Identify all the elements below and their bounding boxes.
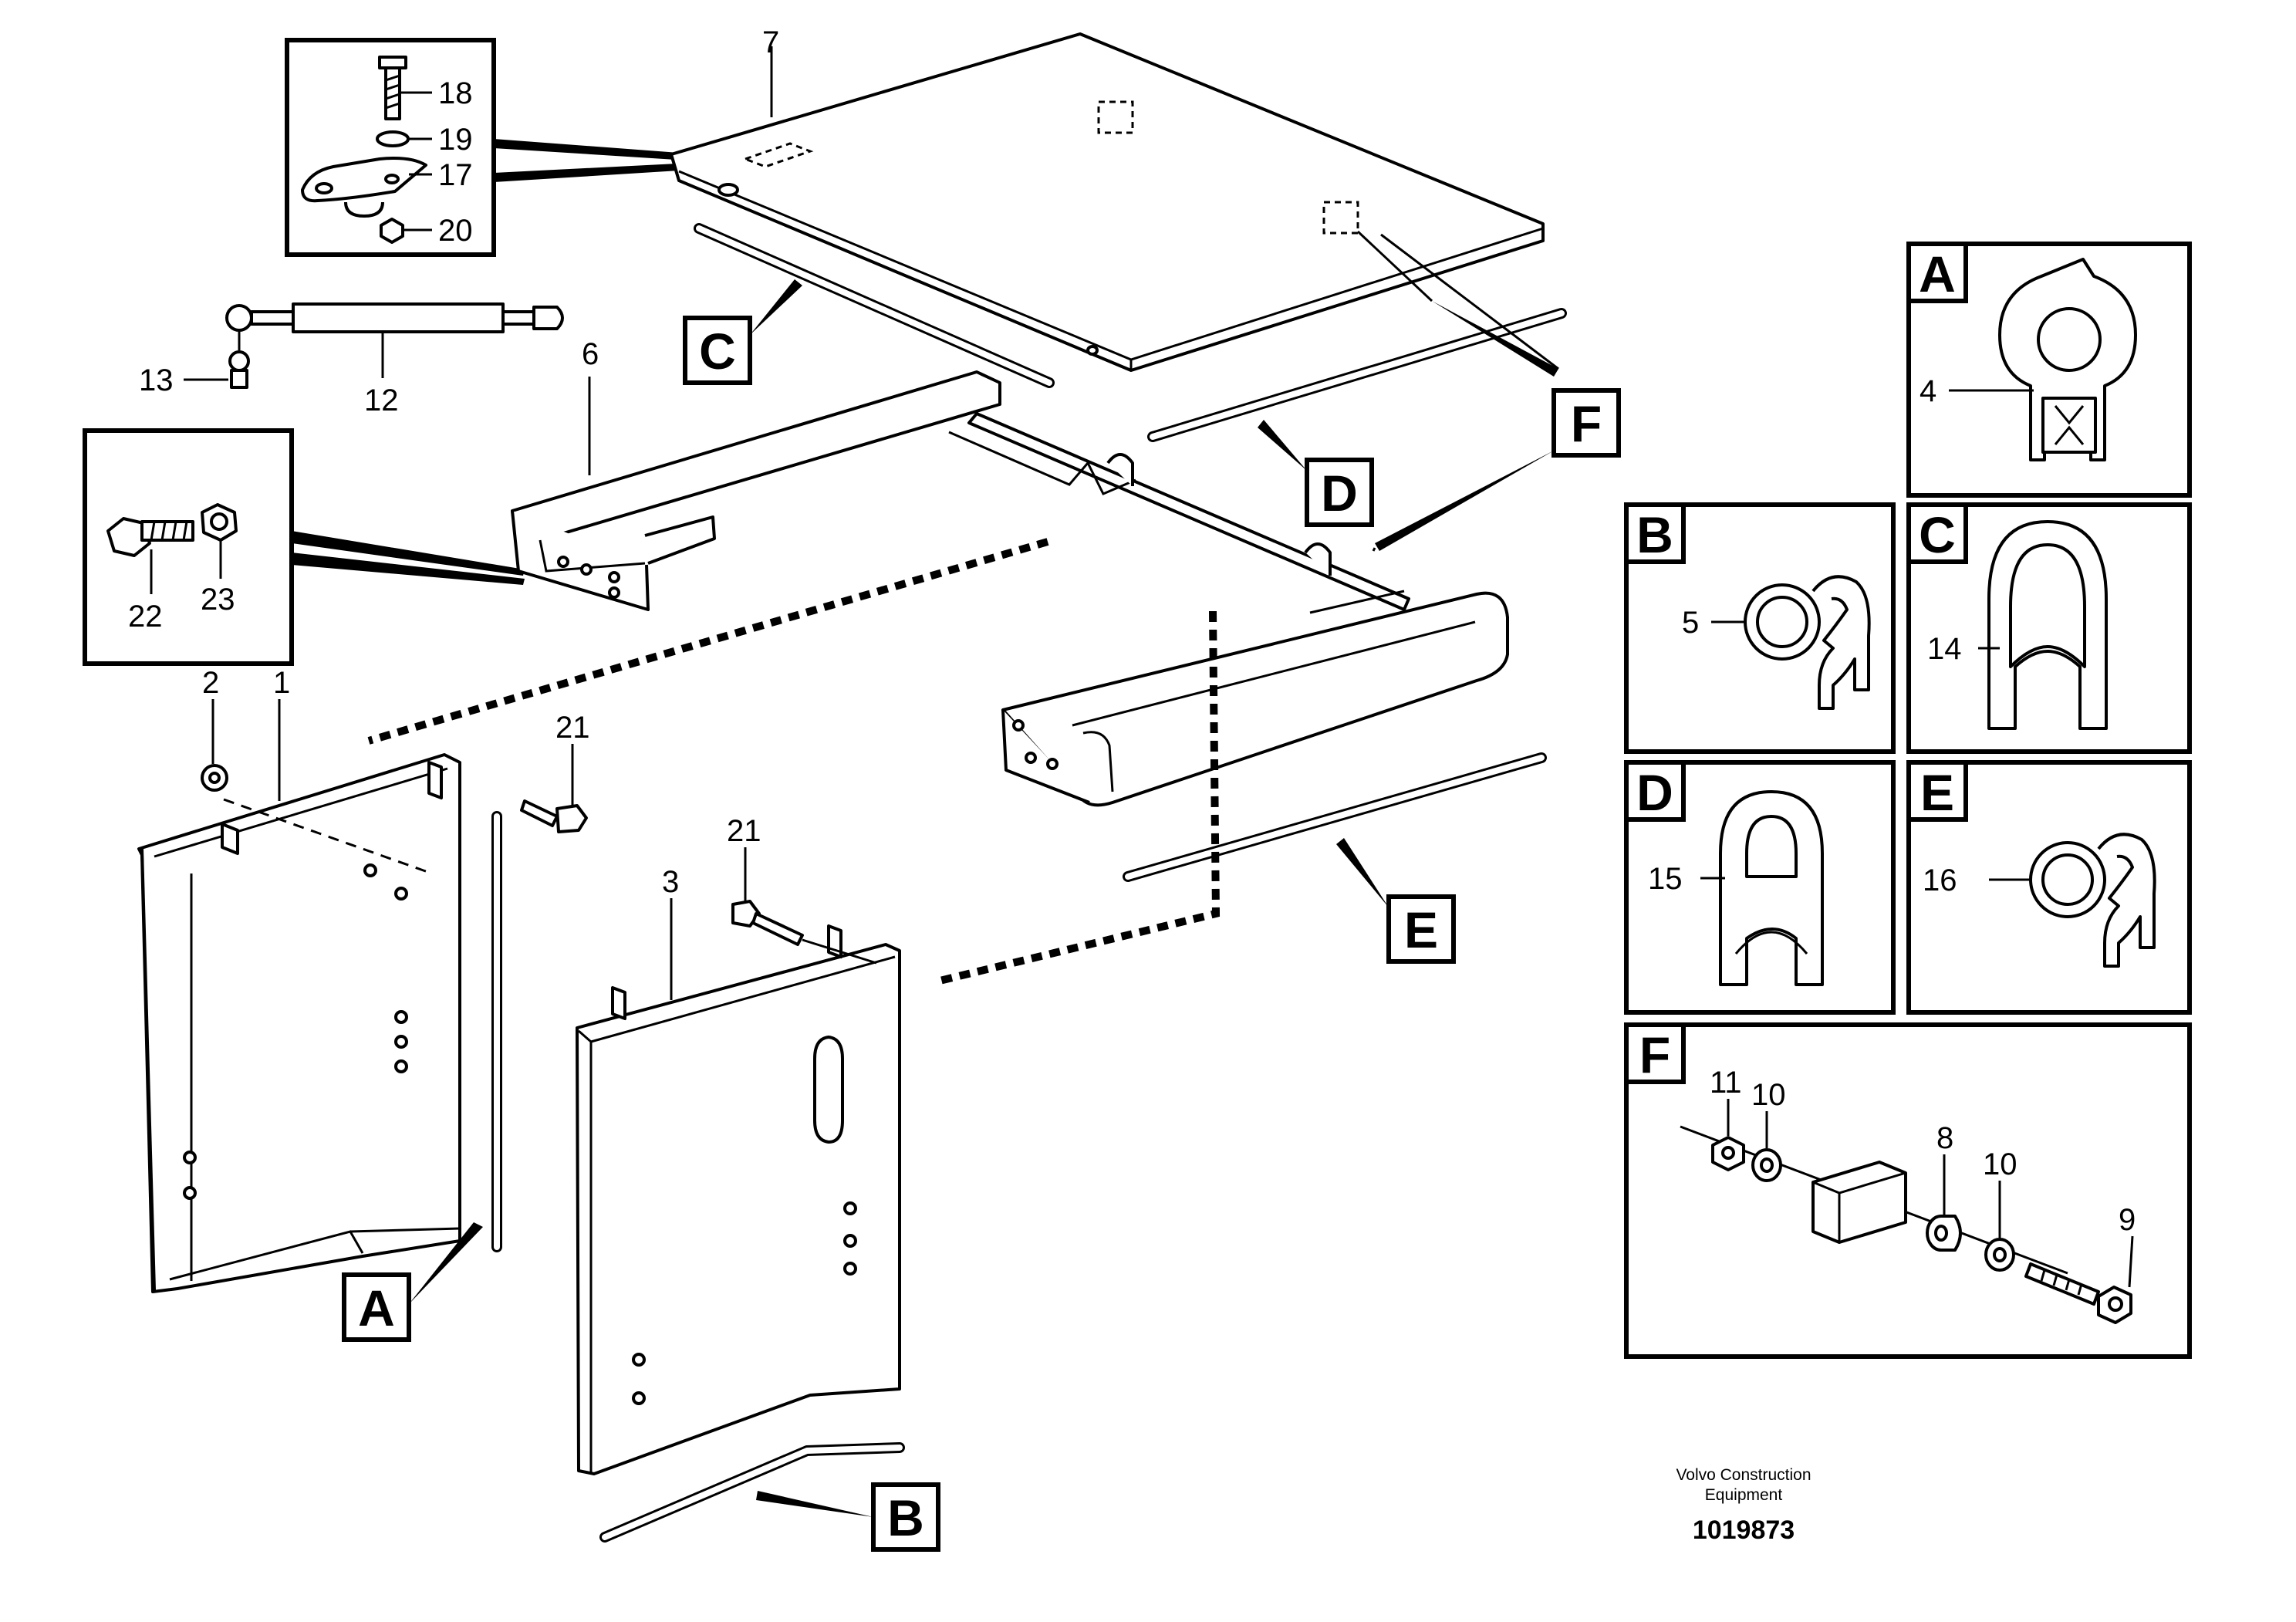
company-name-line2: Equipment: [1705, 1486, 1783, 1504]
svg-text:F: F: [1639, 1026, 1670, 1083]
callout-23: 23: [201, 583, 235, 617]
svg-text:D: D: [1636, 764, 1673, 821]
detail-panel-E: E 16: [1906, 760, 2192, 1015]
inset-fastener-detail: 18 19 17 20: [285, 38, 496, 257]
detail-F-callout-10b: 10: [1983, 1147, 2017, 1181]
bolt-21-center: 21: [727, 814, 877, 965]
detail-C-callout-14: 14: [1927, 632, 1962, 666]
gas-spring: 12 13: [139, 302, 564, 417]
svg-text:E: E: [1404, 901, 1438, 958]
drawing-number: 1019873: [1693, 1516, 1795, 1545]
view-label-C: C: [683, 279, 802, 385]
detail-B-callout-5: 5: [1682, 606, 1699, 640]
svg-text:A: A: [358, 1279, 395, 1336]
callout-17: 17: [438, 158, 473, 192]
callout-21-center: 21: [727, 814, 761, 848]
callout-13: 13: [139, 363, 174, 397]
view-label-A: A: [342, 1222, 483, 1342]
footer-title-block: Volvo Construction Equipment 1019873: [1676, 1466, 1811, 1545]
detail-panel-A: A 4: [1906, 242, 2192, 498]
svg-text:C: C: [699, 323, 736, 380]
callout-22: 22: [128, 600, 163, 634]
detail-A-callout-4: 4: [1920, 374, 1936, 408]
view-label-D: D: [1258, 420, 1374, 527]
svg-text:C: C: [1919, 506, 1956, 563]
detail-F-callout-10a: 10: [1751, 1078, 1786, 1112]
view-label-F: F: [1372, 388, 1621, 552]
svg-text:E: E: [1920, 764, 1954, 821]
callout-2: 2: [202, 666, 219, 700]
detail-F-callout-9: 9: [2119, 1203, 2136, 1237]
cover-plate: 7: [670, 25, 1545, 372]
detail-panel-F: F 11 10 8 10 9: [1624, 1022, 2192, 1359]
detail-F-callout-8: 8: [1936, 1121, 1953, 1155]
view-label-E: E: [1336, 838, 1456, 964]
callout-3: 3: [662, 865, 679, 899]
callout-20: 20: [438, 214, 473, 248]
svg-text:B: B: [1636, 506, 1673, 563]
left-side-panel: 1: [137, 666, 461, 1293]
callout-7: 7: [762, 25, 779, 59]
nut-2: 2: [201, 666, 228, 792]
callout-18: 18: [438, 76, 473, 110]
svg-text:F: F: [1571, 395, 1602, 452]
callout-1: 1: [273, 666, 290, 700]
callout-12: 12: [364, 384, 399, 417]
bolt-21-left: 21: [520, 711, 590, 833]
detail-D-callout-15: 15: [1648, 862, 1683, 896]
detail-panel-B: B 5: [1624, 502, 1896, 754]
detail-E-callout-16: 16: [1923, 863, 1957, 897]
inset-bolt-detail: 22 23: [83, 428, 294, 666]
view-label-B: B: [756, 1482, 940, 1552]
callout-6: 6: [582, 337, 599, 371]
svg-text:A: A: [1919, 245, 1956, 302]
callout-21-left: 21: [555, 711, 590, 745]
company-name-line1: Volvo Construction: [1676, 1466, 1811, 1484]
detail-panel-C: C 14: [1906, 502, 2192, 754]
detail-panel-D: D 15: [1624, 760, 1896, 1015]
callout-19: 19: [438, 123, 473, 157]
svg-text:B: B: [887, 1489, 924, 1546]
frame-bracket: 6: [511, 337, 1410, 611]
svg-text:D: D: [1321, 465, 1358, 522]
right-box-beam: [1001, 590, 1509, 807]
detail-F-callout-11: 11: [1710, 1066, 1742, 1100]
